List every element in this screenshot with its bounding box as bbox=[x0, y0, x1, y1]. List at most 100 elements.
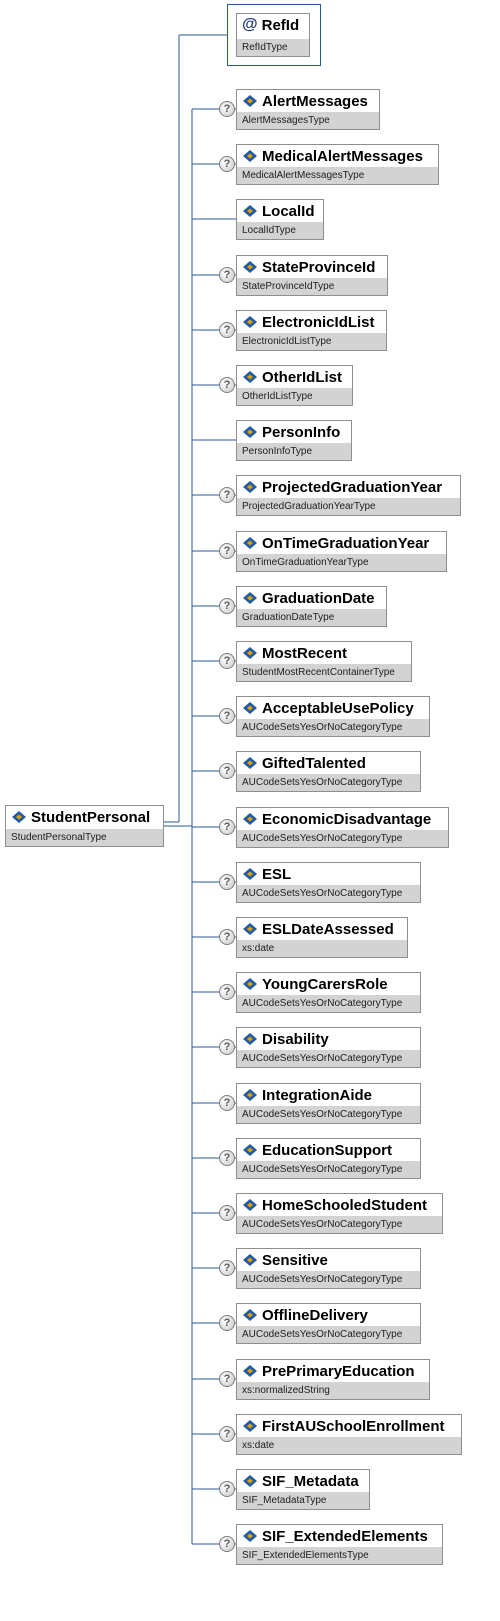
child-element-type: AUCodeSetsYesOrNoCategoryType bbox=[237, 719, 429, 736]
element-icon bbox=[243, 481, 257, 493]
child-element-type: ElectronicIdListType bbox=[237, 333, 386, 350]
child-element-name: FirstAUSchoolEnrollment bbox=[262, 1417, 445, 1435]
element-icon bbox=[243, 150, 257, 162]
child-element-type: AlertMessagesType bbox=[237, 112, 379, 129]
optional-help-icon: ? bbox=[219, 1371, 235, 1387]
element-icon bbox=[243, 1254, 257, 1266]
child-element-name: ESLDateAssessed bbox=[262, 920, 394, 938]
element-icon bbox=[243, 537, 257, 549]
child-element-type: ProjectedGraduationYearType bbox=[237, 498, 460, 515]
optional-help-icon: ? bbox=[219, 101, 235, 117]
child-element-name: ProjectedGraduationYear bbox=[262, 478, 443, 496]
element-icon bbox=[243, 1033, 257, 1045]
attribute-type: RefIdType bbox=[237, 39, 309, 56]
optional-help-icon: ? bbox=[219, 267, 235, 283]
child-element-type: xs:date bbox=[237, 1437, 461, 1454]
optional-help-icon: ? bbox=[219, 1205, 235, 1221]
child-element[interactable]: PrePrimaryEducation xs:normalizedString bbox=[236, 1359, 430, 1400]
child-element-type: xs:date bbox=[237, 940, 407, 957]
optional-help-icon: ? bbox=[219, 1481, 235, 1497]
element-icon bbox=[243, 1420, 257, 1432]
child-element-type: LocalIdType bbox=[237, 222, 323, 239]
element-icon bbox=[243, 923, 257, 935]
element-icon bbox=[243, 647, 257, 659]
child-element-type: AUCodeSetsYesOrNoCategoryType bbox=[237, 885, 420, 902]
child-element-name: PersonInfo bbox=[262, 423, 341, 441]
optional-help-icon: ? bbox=[219, 819, 235, 835]
element-icon bbox=[243, 702, 257, 714]
attribute-group: @ RefId RefIdType bbox=[227, 4, 321, 66]
optional-help-icon: ? bbox=[219, 1426, 235, 1442]
optional-help-icon: ? bbox=[219, 653, 235, 669]
element-icon bbox=[243, 1089, 257, 1101]
child-element-type: AUCodeSetsYesOrNoCategoryType bbox=[237, 1271, 420, 1288]
element-icon bbox=[243, 95, 257, 107]
element-icon bbox=[243, 1144, 257, 1156]
child-element-type: AUCodeSetsYesOrNoCategoryType bbox=[237, 1106, 420, 1123]
child-element-type: StateProvinceIdType bbox=[237, 278, 387, 295]
optional-help-icon: ? bbox=[219, 322, 235, 338]
child-element-type: MedicalAlertMessagesType bbox=[237, 167, 438, 184]
optional-help-icon: ? bbox=[219, 1260, 235, 1276]
child-element[interactable]: ESLDateAssessed xs:date bbox=[236, 917, 408, 958]
child-element-name: LocalId bbox=[262, 202, 315, 220]
element-icon bbox=[243, 426, 257, 438]
child-element-type: xs:normalizedString bbox=[237, 1382, 429, 1399]
element-icon bbox=[243, 1309, 257, 1321]
child-element-name: OtherIdList bbox=[262, 368, 343, 386]
child-element-name: AlertMessages bbox=[262, 92, 368, 110]
optional-help-icon: ? bbox=[219, 1315, 235, 1331]
element-icon bbox=[243, 316, 257, 328]
element-icon bbox=[243, 1199, 257, 1211]
optional-help-icon: ? bbox=[219, 377, 235, 393]
element-icon bbox=[243, 205, 257, 217]
optional-help-icon: ? bbox=[219, 708, 235, 724]
child-element-type: OtherIdListType bbox=[237, 388, 352, 405]
element-icon bbox=[243, 757, 257, 769]
optional-help-icon: ? bbox=[219, 1039, 235, 1055]
child-element-name: SIF_Metadata bbox=[262, 1472, 359, 1490]
child-element-name: GiftedTalented bbox=[262, 754, 366, 772]
child-element-type: AUCodeSetsYesOrNoCategoryType bbox=[237, 1161, 420, 1178]
child-element-type: PersonInfoType bbox=[237, 443, 351, 460]
attribute-refid[interactable]: @ RefId RefIdType bbox=[236, 13, 310, 57]
child-element-name: ElectronicIdList bbox=[262, 313, 375, 331]
optional-help-icon: ? bbox=[219, 543, 235, 559]
attribute-icon: @ bbox=[242, 16, 258, 33]
root-element[interactable]: StudentPersonal StudentPersonalType bbox=[5, 805, 164, 847]
element-icon bbox=[243, 813, 257, 825]
child-element-name: PrePrimaryEducation bbox=[262, 1362, 415, 1380]
element-icon bbox=[243, 592, 257, 604]
child-element-name: SIF_ExtendedElements bbox=[262, 1527, 428, 1545]
child-element[interactable]: FirstAUSchoolEnrollment xs:date bbox=[236, 1414, 462, 1455]
optional-help-icon: ? bbox=[219, 1150, 235, 1166]
optional-help-icon: ? bbox=[219, 929, 235, 945]
child-element-type: AUCodeSetsYesOrNoCategoryType bbox=[237, 995, 420, 1012]
child-element-type: SIF_MetadataType bbox=[237, 1492, 369, 1509]
child-element-name: Disability bbox=[262, 1030, 329, 1048]
